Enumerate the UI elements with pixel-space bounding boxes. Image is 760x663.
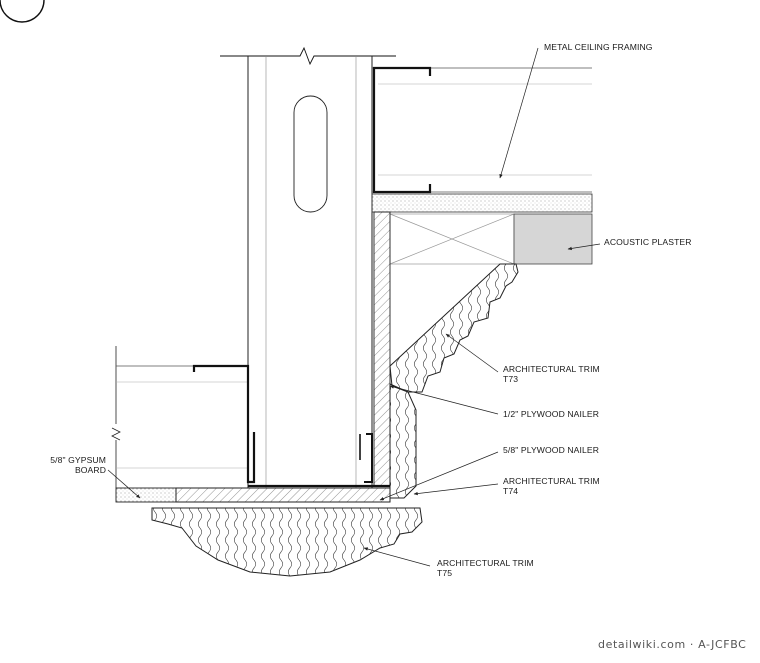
label-gypsum-board: 5/8" GYPSUM BOARD xyxy=(40,455,106,475)
label-text: ARCHITECTURAL TRIM xyxy=(503,364,600,374)
label-plywood-half: 1/2" PLYWOOD NAILER xyxy=(503,409,599,419)
label-text: BOARD xyxy=(74,465,106,475)
label-text: T75 xyxy=(437,568,453,578)
label-text: T74 xyxy=(503,486,519,496)
label-text: METAL CEILING FRAMING xyxy=(544,42,653,52)
plywood-nailer-vertical xyxy=(373,211,391,487)
label-text: 5/8" PLYWOOD NAILER xyxy=(503,445,600,455)
acoustic-plaster-block xyxy=(513,213,593,265)
label-text: ACOUSTIC PLASTER xyxy=(604,237,692,247)
label-acoustic-plaster: ACOUSTIC PLASTER xyxy=(604,237,692,247)
top-break-line xyxy=(220,46,396,66)
label-trim-t74: ARCHITECTURAL TRIM T74 xyxy=(503,476,600,496)
label-text: 1/2" PLYWOOD NAILER xyxy=(503,409,600,419)
blocking xyxy=(389,213,515,265)
left-wall-framing xyxy=(111,346,373,488)
label-text: 5/8" GYPSUM xyxy=(50,455,106,465)
metal-stud-column xyxy=(247,56,373,488)
label-text: T73 xyxy=(503,374,519,384)
trim-t75-molding xyxy=(151,507,423,577)
watermark: detailwiki.com · A-JCFBC xyxy=(598,638,747,651)
ceiling-board xyxy=(371,193,593,213)
trim-t74-casing xyxy=(389,383,417,499)
detail-marker-arc xyxy=(0,0,45,23)
trim-t73-molding xyxy=(389,263,519,393)
label-text: ARCHITECTURAL TRIM xyxy=(503,476,600,486)
leader-lines xyxy=(107,47,601,567)
label-plywood-5-8: 5/8" PLYWOOD NAILER xyxy=(503,445,599,455)
label-trim-t75: ARCHITECTURAL TRIM T75 xyxy=(437,558,534,578)
label-metal-ceiling-framing: METAL CEILING FRAMING xyxy=(544,42,653,52)
gypsum-board xyxy=(115,487,177,503)
label-text: ARCHITECTURAL TRIM xyxy=(437,558,534,568)
plywood-nailer-horizontal xyxy=(175,487,391,503)
label-trim-t73: ARCHITECTURAL TRIM T73 xyxy=(503,364,600,384)
ceiling-joist xyxy=(372,66,592,194)
